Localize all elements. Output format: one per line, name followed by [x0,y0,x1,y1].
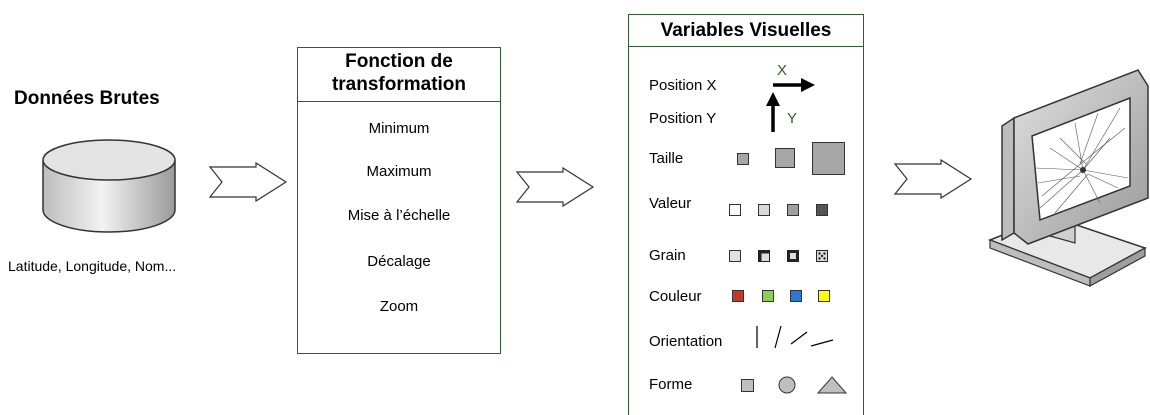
visual-variables-title: Variables Visuelles [629,15,863,47]
size-small-square-icon [737,153,749,165]
size-medium-square-icon [775,148,795,168]
transform-title-line2: transformation [331,74,467,95]
chevron-arrow-icon [515,166,595,208]
transform-item-minimum: Minimum [368,120,430,137]
chevron-arrow-icon [893,158,973,200]
color-yellow-square-icon [818,290,830,302]
orientation-lines-icon [756,325,834,349]
monitor-icon [987,69,1149,288]
label-position-y: Position Y [649,110,717,127]
transform-title: Fonction de transformation [298,48,500,102]
grain-thick-border-square-icon [787,250,799,262]
x-arrow-icon [773,78,815,92]
label-position-x: Position X [649,77,717,94]
transform-item-scaling: Mise à l’échelle [347,207,451,224]
color-blue-square-icon [790,290,802,302]
shape-square-icon [741,379,754,392]
value-dark-square-icon [816,204,828,216]
label-grain: Grain [649,247,686,264]
x-axis-label: X [777,62,788,79]
size-large-square-icon [812,142,845,175]
source-title: Données Brutes [14,88,160,109]
label-value: Valeur [649,195,692,212]
transform-item-zoom: Zoom [379,298,419,315]
y-arrow-icon [766,92,780,132]
label-shape: Forme [649,376,693,393]
source-caption: Latitude, Longitude, Nom... [8,258,177,274]
label-size: Taille [649,150,684,167]
chevron-arrow-icon [208,161,288,203]
transform-item-maximum: Maximum [366,163,432,180]
label-color: Couleur [649,288,702,305]
transform-box: Fonction de transformation Minimum Maxim… [297,47,501,354]
visual-variables-box: Variables Visuelles Position X Position … [628,14,864,415]
transform-item-offset: Décalage [367,253,431,270]
transform-title-line1: Fonction de [345,51,453,72]
shape-triangle-icon [816,376,848,394]
y-axis-label: Y [787,110,798,127]
shape-circle-icon [778,376,796,394]
color-red-square-icon [732,290,744,302]
label-orientation: Orientation [649,333,723,350]
grain-dotted-square-icon [816,250,828,262]
grain-plain-square-icon [729,250,741,262]
value-light-square-icon [758,204,770,216]
value-lightest-square-icon [729,204,741,216]
database-cylinder-icon [42,139,176,233]
grain-thin-border-square-icon [758,250,770,262]
color-green-square-icon [762,290,774,302]
value-medium-square-icon [787,204,799,216]
